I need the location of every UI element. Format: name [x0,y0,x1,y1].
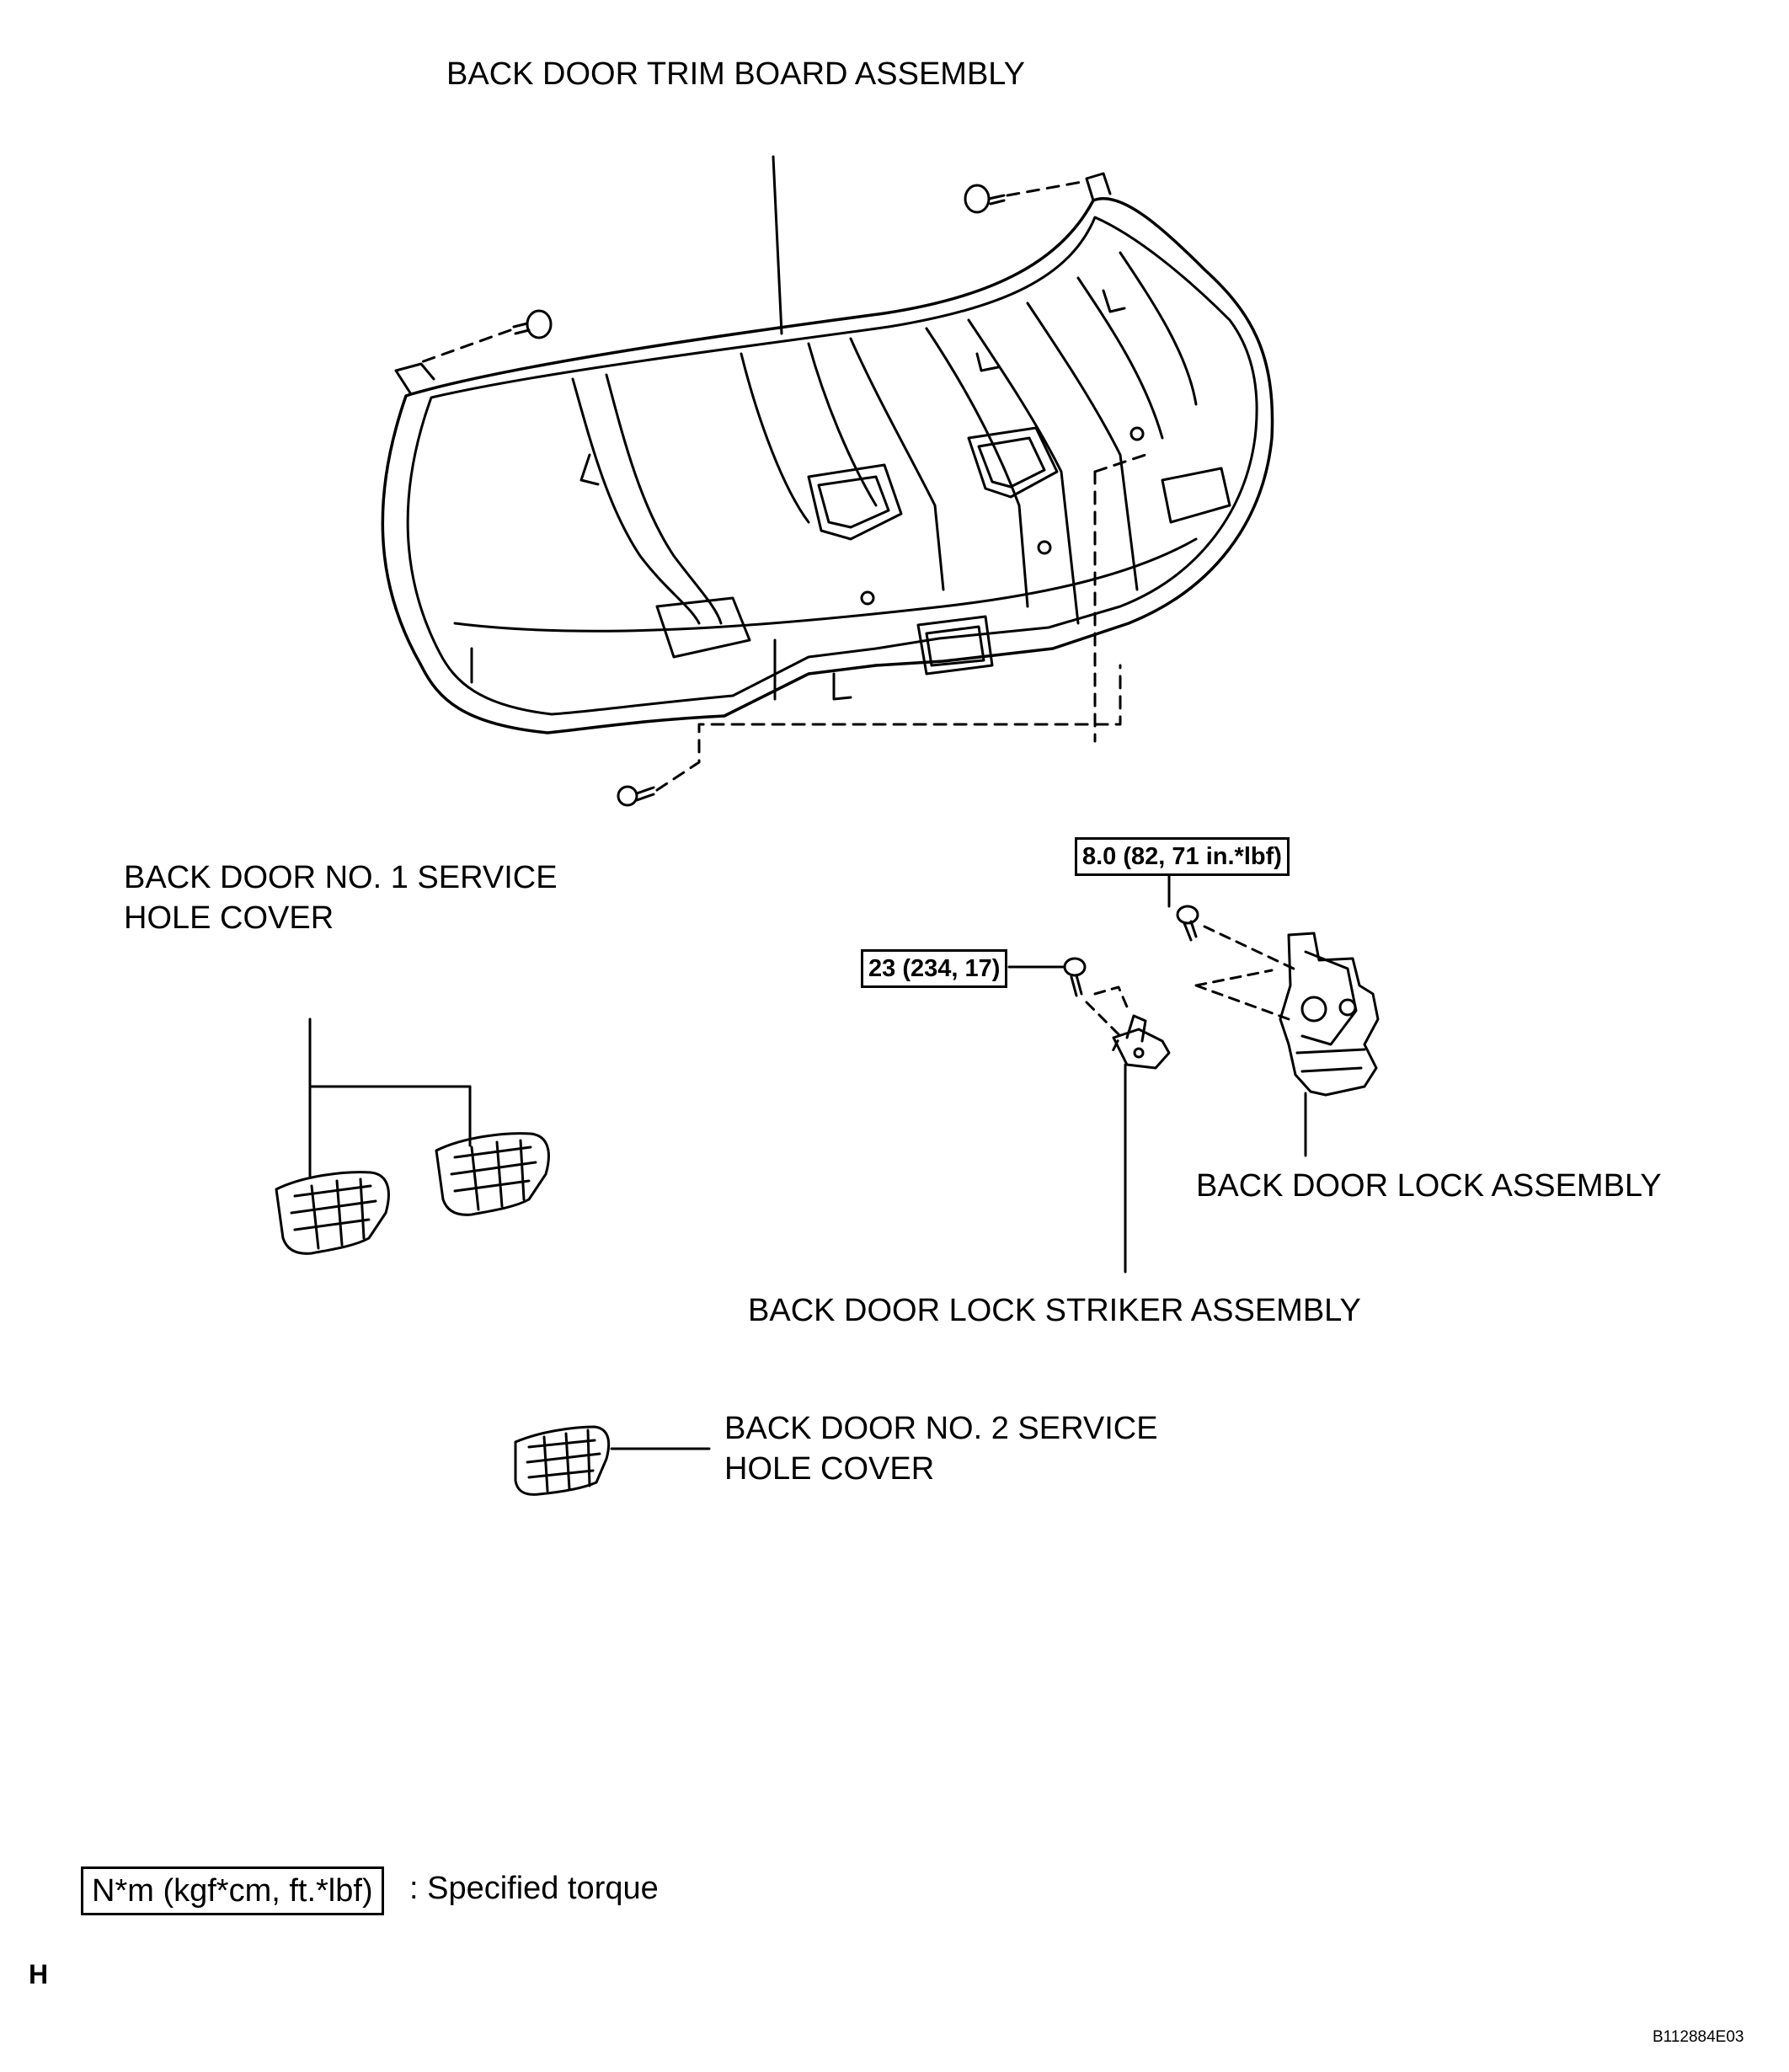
trim-clip-upper-left [419,309,553,364]
torque-legend-text: : Specified torque [409,1871,659,1906]
hole-cover-2 [514,1425,711,1496]
lock-assembly-label: BACK DOOR LOCK ASSEMBLY [1196,1168,1662,1204]
hole-cover-1-label-line2: HOLE COVER [124,900,334,936]
trim-board-label: BACK DOOR TRIM BOARD ASSEMBLY [446,56,1025,92]
hole-cover-1-label-line1: BACK DOOR NO. 1 SERVICE [124,860,558,895]
figure-id: B112884E03 [1653,2028,1744,2046]
hole-cover-1-right [435,1132,550,1216]
section-letter: H [29,1959,49,1989]
striker-bolt-torque-box: 23 (234, 17) [861,949,1008,988]
striker-drawing [1007,957,1171,1274]
hole-cover-2-label-line1: BACK DOOR NO. 2 SERVICE [724,1411,1158,1446]
torque-legend-box: N*m (kgf*cm, ft.*lbf) [81,1866,384,1915]
lock-bolt-torque-box: 8.0 (82, 71 in.*lbf) [1075,837,1290,876]
trim-board-drawing [381,155,1274,734]
striker-assembly-label: BACK DOOR LOCK STRIKER ASSEMBLY [748,1293,1361,1328]
trim-clip-upper-right [964,179,1088,214]
hole-cover-2-label-line2: HOLE COVER [724,1451,935,1487]
trim-screw-bottom [617,664,1122,807]
hole-cover-1-leaders [308,1017,472,1178]
hole-cover-1-left [275,1171,390,1255]
lock-drawing [1167,873,1380,1157]
